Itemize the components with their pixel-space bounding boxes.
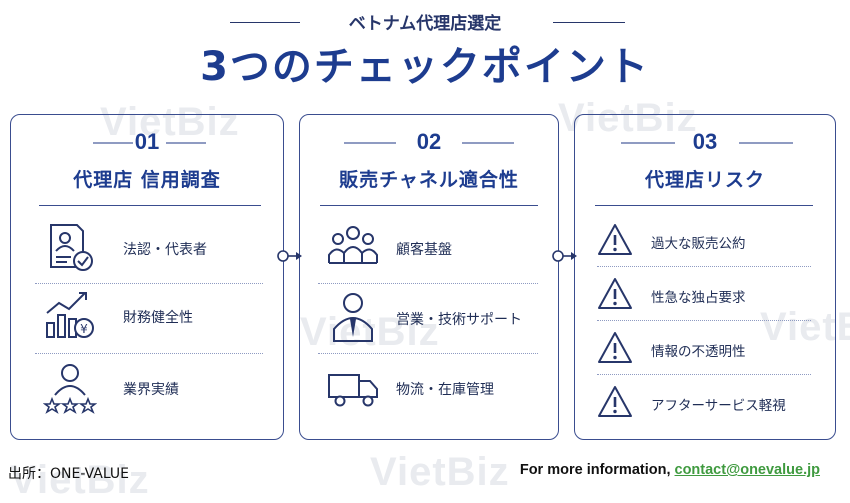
page-subtitle: ベトナム代理店選定 <box>348 14 502 34</box>
card-title: 代理店 信用調査 <box>73 169 221 191</box>
card-divider <box>595 205 813 206</box>
card-channel-fit: 02 販売チャネル適合性 顧客基盤 営業・技術サポート <box>299 114 559 440</box>
number-line-left <box>621 142 675 144</box>
dotted-divider <box>597 374 811 375</box>
dotted-divider <box>318 353 538 354</box>
watermark: VietBiz <box>300 310 440 354</box>
item-label: 法認・代表者 <box>123 242 207 258</box>
card-number: 03 <box>692 129 718 154</box>
arrow-connector-icon <box>552 250 577 262</box>
warning-icon <box>598 278 632 309</box>
card-credit-check: 01 代理店 信用調査 法認・代表者 ¥ 財務健全性 <box>10 114 284 440</box>
warning-icon <box>598 224 632 255</box>
item-label: 性急な独占要求 <box>651 290 746 306</box>
delivery-truck-icon <box>328 374 378 407</box>
card-title: 販売チャネル適合性 <box>339 169 519 191</box>
number-line-left <box>93 142 133 144</box>
warning-icon <box>598 386 632 417</box>
number-line-right <box>739 142 793 144</box>
list-item: 性急な独占要求 <box>575 273 835 321</box>
dotted-divider <box>35 283 263 284</box>
list-item: 法認・代表者 <box>11 219 283 279</box>
source-note: 出所：ONE-VALUE <box>8 466 130 482</box>
item-label: 業界実績 <box>123 382 179 398</box>
card-divider <box>39 205 261 206</box>
card-number: 01 <box>134 129 160 154</box>
list-item: アフターサービス軽視 <box>575 381 835 429</box>
business-person-icon <box>333 293 373 342</box>
card-agent-risk: 03 代理店リスク 過大な販売公約 性急な独占要求 情報の不透明性 <box>574 114 836 440</box>
number-line-right <box>462 142 514 144</box>
list-item: 営業・技術サポート <box>300 289 558 349</box>
certificate-person-icon <box>50 224 93 271</box>
list-item: 物流・在庫管理 <box>300 359 558 419</box>
item-label: 営業・技術サポート <box>396 312 522 328</box>
card-title: 代理店リスク <box>644 169 765 191</box>
card-number: 02 <box>416 129 442 154</box>
person-rating-stars-icon <box>43 364 97 414</box>
number-line-left <box>344 142 396 144</box>
item-label: 顧客基盤 <box>396 242 452 258</box>
dotted-divider <box>597 320 811 321</box>
list-item: 顧客基盤 <box>300 219 558 279</box>
dotted-divider <box>318 283 538 284</box>
dotted-divider <box>35 353 263 354</box>
item-label: 物流・在庫管理 <box>396 382 494 398</box>
contact-prefix: For more information, <box>519 462 675 478</box>
number-line-right <box>166 142 206 144</box>
item-label: アフターサービス軽視 <box>651 398 786 414</box>
card-divider <box>320 205 538 206</box>
item-label: 情報の不透明性 <box>651 344 746 360</box>
watermark: VietBiz <box>370 450 510 494</box>
warning-icon <box>598 332 632 363</box>
customer-group-icon <box>328 226 378 264</box>
growth-chart-yen-icon: ¥ <box>46 292 94 338</box>
item-label: 財務健全性 <box>123 310 193 326</box>
list-item: ¥ 財務健全性 <box>11 287 283 347</box>
list-item: 情報の不透明性 <box>575 327 835 375</box>
list-item: 業界実績 <box>11 359 283 419</box>
list-item: 過大な販売公約 <box>575 219 835 267</box>
dotted-divider <box>597 266 811 267</box>
contact-email-link[interactable]: contact@onevalue.jp <box>674 462 820 478</box>
subtitle-line-right <box>553 22 625 23</box>
page-title: 3つのチェックポイント <box>200 44 650 90</box>
contact-info: For more information, contact@onevalue.j… <box>520 462 820 478</box>
svg-text:¥: ¥ <box>80 322 88 336</box>
watermark: VietBiz <box>100 100 240 144</box>
item-label: 過大な販売公約 <box>651 236 746 252</box>
subtitle-line-left <box>230 22 300 23</box>
arrow-connector-icon <box>277 250 302 262</box>
